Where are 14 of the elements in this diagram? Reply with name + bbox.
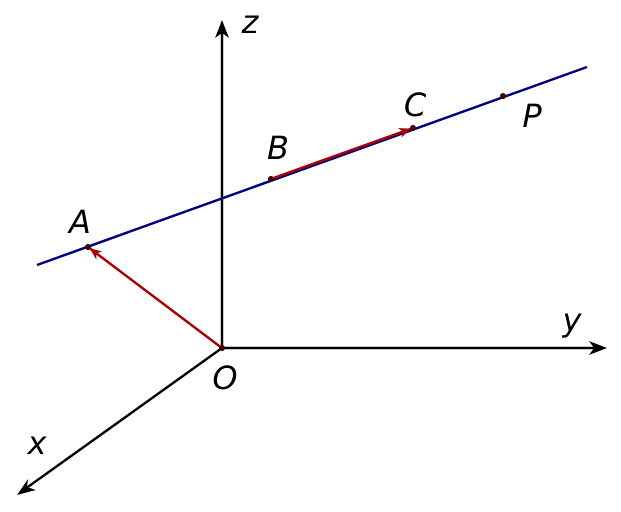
axis-label: z	[242, 6, 258, 38]
point-label: A	[69, 206, 91, 238]
vector-arrow	[273, 128, 412, 180]
point	[410, 125, 416, 131]
vector-arrow	[89, 248, 220, 348]
point-label: C	[404, 89, 426, 121]
point	[500, 93, 506, 99]
axis-label: y	[562, 304, 582, 336]
point	[268, 176, 274, 182]
point	[85, 244, 91, 250]
point-label: P	[522, 100, 542, 132]
axis-label: x	[28, 427, 46, 459]
point-label: B	[267, 132, 289, 164]
point-label: O	[212, 362, 238, 394]
